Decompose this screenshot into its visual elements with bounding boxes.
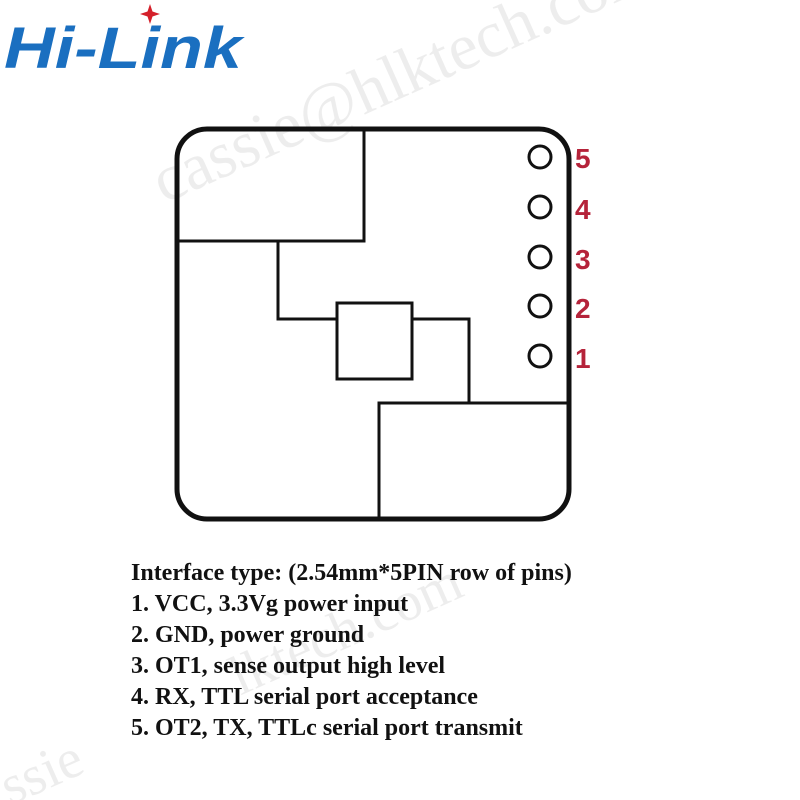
pin-1-label: 1 — [575, 343, 591, 374]
pin-description-line: 5. OT2, TX, TTLc serial port transmit — [131, 715, 523, 741]
pin-3-hole — [527, 244, 553, 270]
center-chip — [335, 301, 414, 381]
pin-5-label: 5 — [575, 143, 591, 174]
module-board-outline — [174, 126, 572, 522]
pin-1-hole — [527, 343, 553, 369]
top-left-block — [179, 131, 366, 243]
pin-description-line: 1. VCC, 3.3Vg power input — [131, 591, 409, 617]
pin-description-line: 2. GND, power ground — [131, 622, 365, 648]
pin-4-hole — [527, 194, 553, 220]
right-trace — [412, 317, 471, 403]
pin-3-label: 3 — [575, 244, 591, 275]
pin-5-hole — [527, 144, 553, 170]
pin-4-label: 4 — [575, 194, 591, 225]
pin-description-line: 4. RX, TTL serial port acceptance — [131, 684, 478, 710]
pin-description-line: 3. OT1, sense output high level — [131, 653, 446, 679]
star-icon — [140, 4, 160, 24]
pin-description: Interface type: (2.54mm*5PIN row of pins… — [131, 558, 572, 744]
bottom-right-block — [377, 401, 567, 517]
pin-2-hole — [527, 293, 553, 319]
hi-link-logo: Hi-Link — [4, 4, 245, 80]
pin-2-label: 2 — [575, 293, 591, 324]
interface-type-heading: Interface type: (2.54mm*5PIN row of pins… — [131, 560, 572, 586]
left-trace — [276, 241, 337, 321]
logo-wordmark: Hi-Link — [4, 16, 245, 80]
